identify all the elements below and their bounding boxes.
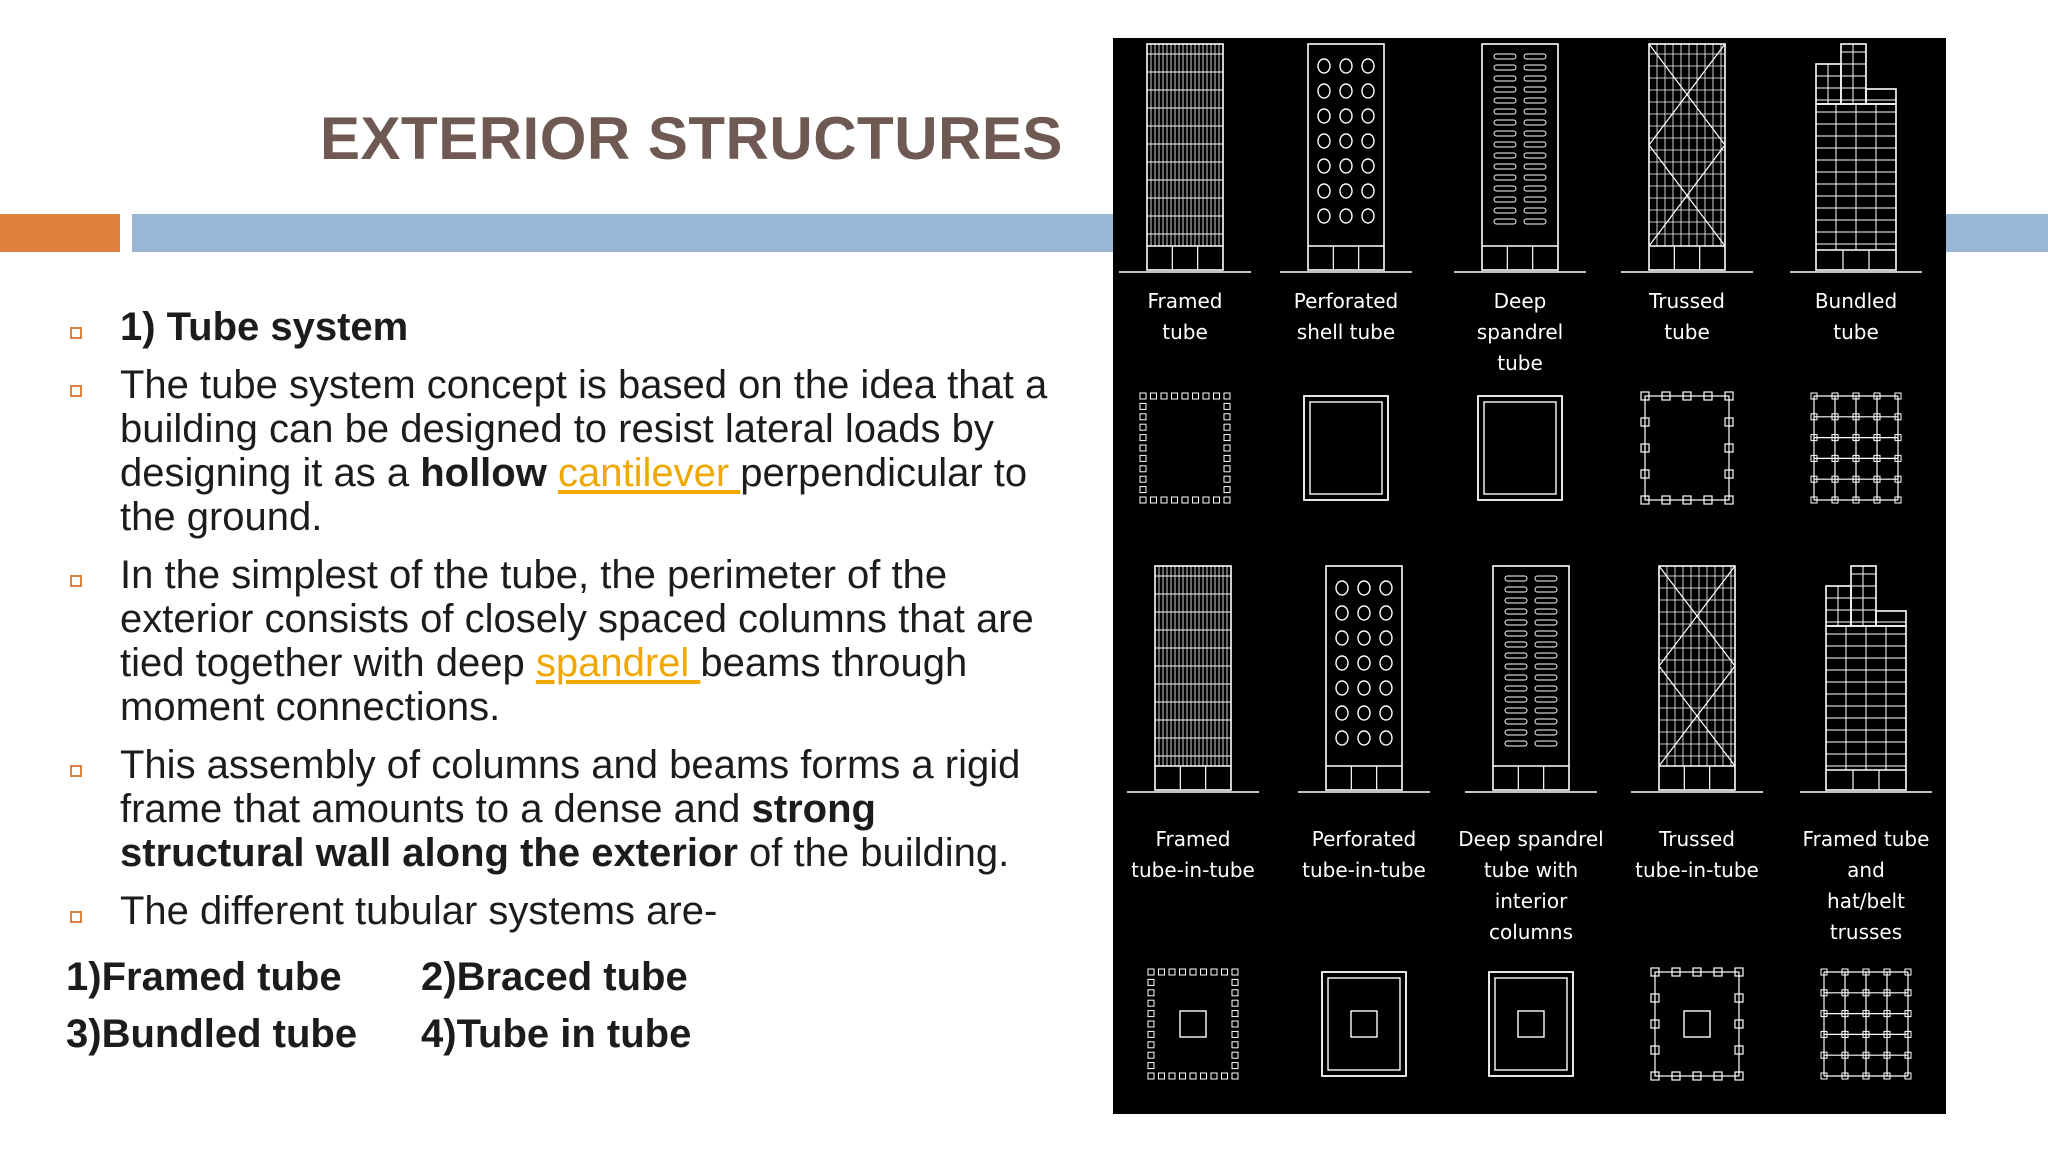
diagram-caption-line: tube with xyxy=(1484,858,1578,882)
trussed-tube-in-tube-elevation xyxy=(1631,565,1763,793)
diagram-caption-line: tube xyxy=(1497,351,1543,375)
bullet-item-tubular-systems: The different tubular systems are- xyxy=(66,889,1066,933)
bullet-item-simplest-tube: In the simplest of the tube, the perimet… xyxy=(66,553,1066,729)
perforated-shell-tube-plan xyxy=(1303,395,1389,501)
system-tube-in-tube: 4)Tube in tube xyxy=(421,1012,692,1056)
square-bullet-icon xyxy=(70,575,82,587)
diagram-caption-line: and xyxy=(1847,858,1885,882)
perforated-shell-tube-elevation xyxy=(1280,43,1412,273)
diagram-caption-line: Framed xyxy=(1147,289,1222,313)
cantilever-link[interactable]: cantilever xyxy=(557,451,741,495)
deep-spandrel-tube-with-interior-columns-plan xyxy=(1488,971,1574,1077)
bundled-tube-elevation xyxy=(1790,43,1922,273)
trussed-tube-elevation xyxy=(1621,43,1753,273)
square-bullet-icon xyxy=(70,385,82,397)
bullet-text: The tube system concept is based on the … xyxy=(120,363,1048,495)
perforated-tube-in-tube-plan xyxy=(1321,971,1407,1077)
diagram-caption-line: Bundled xyxy=(1815,289,1897,313)
framed-tube-plan xyxy=(1139,392,1231,504)
diagram-caption-line: interior xyxy=(1495,889,1568,913)
bullet-bold-text: strong structural wall along the exterio… xyxy=(120,787,876,875)
diagram-caption-line: columns xyxy=(1489,920,1573,944)
framed-tube-hat-belt-trusses-plan xyxy=(1820,968,1912,1080)
diagram-caption-line: Deep xyxy=(1494,289,1547,313)
diagram-caption-line: Perforated xyxy=(1294,289,1398,313)
diagram-caption-line: Framed tube xyxy=(1803,827,1930,851)
system-braced-tube: 2)Braced tube xyxy=(421,955,688,999)
bullet-text-space xyxy=(547,451,558,495)
diagram-caption-line: tube-in-tube xyxy=(1635,858,1759,882)
bullet-text: beams through moment connections. xyxy=(120,641,968,729)
deep-spandrel-tube-elevation xyxy=(1454,43,1586,273)
diagram-caption-line: tube xyxy=(1664,320,1710,344)
diagram-caption-line: shell tube xyxy=(1297,320,1395,344)
square-bullet-icon xyxy=(70,911,82,923)
slide-title: EXTERIOR STRUCTURES xyxy=(320,105,1063,172)
deep-spandrel-tube-with-interior-columns-elevation xyxy=(1465,565,1597,793)
bullet-item-tube-system: 1) Tube system xyxy=(66,305,1066,349)
diagram-caption-line: Trussed xyxy=(1658,827,1735,851)
diagram-caption-line: tube-in-tube xyxy=(1302,858,1426,882)
framed-tube-in-tube-elevation xyxy=(1127,565,1259,793)
bullet-list: 1) Tube system The tube system concept i… xyxy=(66,305,1066,947)
bullet-text: This assembly of columns and beams forms… xyxy=(120,743,1021,831)
diagram-caption-line: trusses xyxy=(1830,920,1902,944)
perforated-tube-in-tube-elevation xyxy=(1298,565,1430,793)
bullet-text: In the simplest of the tube, the perimet… xyxy=(120,553,1034,685)
spandrel-link[interactable]: spandrel xyxy=(535,641,701,685)
diagram-caption-line: spandrel xyxy=(1477,320,1563,344)
diagram-caption-line: tube xyxy=(1833,320,1879,344)
diagram-caption-line: tube-in-tube xyxy=(1131,858,1255,882)
bullet-item-tube-concept: The tube system concept is based on the … xyxy=(66,363,1066,539)
deep-spandrel-tube-plan xyxy=(1477,395,1563,501)
system-bundled-tube: 3)Bundled tube xyxy=(66,1012,358,1056)
framed-tube-hat-belt-trusses-elevation xyxy=(1800,565,1932,793)
diagram-caption-line: tube xyxy=(1162,320,1208,344)
bullet-text: of the building. xyxy=(737,831,1010,875)
diagram-caption-line: Framed xyxy=(1155,827,1230,851)
diagram-caption-line: Deep spandrel xyxy=(1458,827,1603,851)
bullet-text: perpendicular to the ground. xyxy=(120,451,1028,539)
bullet-text: 1) Tube system xyxy=(120,305,409,349)
square-bullet-icon xyxy=(70,765,82,777)
bullet-text: The different tubular systems are- xyxy=(120,889,718,933)
diagram-caption-line: Perforated xyxy=(1312,827,1416,851)
trussed-tube-plan xyxy=(1640,391,1734,505)
bullet-item-rigid-frame: This assembly of columns and beams forms… xyxy=(66,743,1066,875)
diagram-caption-line: Trussed xyxy=(1648,289,1725,313)
title-accent-bar-orange xyxy=(0,214,120,252)
bundled-tube-plan xyxy=(1810,392,1902,504)
framed-tube-elevation xyxy=(1119,43,1251,273)
trussed-tube-in-tube-plan xyxy=(1650,967,1744,1081)
square-bullet-icon xyxy=(70,327,82,339)
bullet-bold-text: hollow xyxy=(420,451,547,495)
framed-tube-in-tube-plan xyxy=(1147,968,1239,1080)
diagram-caption-line: hat/belt xyxy=(1827,889,1905,913)
system-framed-tube: 1)Framed tube xyxy=(66,955,342,999)
